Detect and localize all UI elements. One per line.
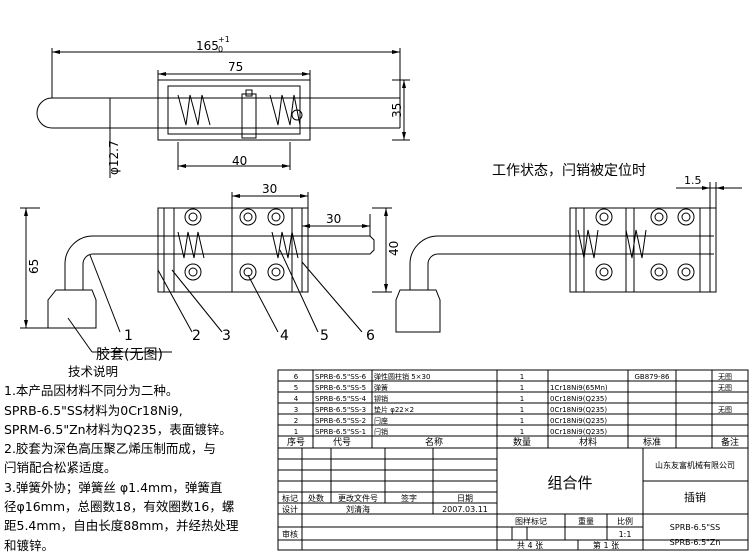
- tech-note-line: 2.胶套为深色高压聚乙烯压制而成，与: [4, 441, 216, 457]
- tech-notes: 技术说明 1.本产品因材料不同分为二种。 SPRB-6.5"SS材料为0Cr18…: [4, 362, 276, 554]
- tech-note-line: 3.弹簧外协；弹簧丝 φ1.4mm，弹簧直: [4, 479, 223, 495]
- bom-no: 6: [294, 373, 299, 381]
- tb-stage: 图样标记: [515, 516, 547, 526]
- bom-code: SPRB-6.5"SS-4: [315, 395, 367, 403]
- dim-body: 75: [228, 60, 243, 74]
- bom-material: 0Cr18Ni9(Q235): [550, 395, 607, 403]
- callout-4: 4: [280, 328, 289, 344]
- tb-sign: 签字: [401, 493, 417, 503]
- tb-design: 设计: [282, 504, 298, 514]
- bom-note: 无图: [718, 373, 732, 381]
- bom-note: 无图: [718, 406, 732, 414]
- bom-no: 2: [294, 417, 298, 425]
- bom-header-no: 序号: [287, 436, 305, 448]
- tb-zones: 处数: [308, 493, 324, 503]
- bom-qty: 1: [520, 395, 524, 403]
- tb-drawing-no-1: SPRB-6.5"SS: [670, 523, 720, 532]
- tb-review: 审核: [282, 529, 298, 539]
- callout-3: 3: [222, 328, 231, 344]
- bom-no: 5: [294, 384, 298, 392]
- callout-1: 1: [124, 328, 133, 344]
- tb-design-date: 2007.03.11: [442, 505, 488, 514]
- dim-overall: 165: [196, 39, 219, 53]
- dim-overall-tol-lower: 0: [218, 45, 223, 54]
- bom-qty: 1: [520, 417, 524, 425]
- tb-part-name: 插销: [684, 490, 706, 504]
- bom-material: 0Cr18Ni9(Q235): [550, 417, 607, 425]
- tb-scale: 比例: [617, 516, 633, 526]
- working-state-view: [395, 182, 742, 333]
- bom-note: 无图: [718, 384, 732, 392]
- dim-slot: 40: [232, 154, 247, 168]
- dim-front-left: 65: [27, 259, 41, 274]
- dim-overall-tol-upper: +1: [218, 35, 230, 44]
- dim-front-inner: 30: [326, 212, 341, 226]
- bom-name: 铆销: [374, 394, 388, 403]
- dim-height-top: 35: [390, 103, 404, 118]
- sleeve-label: 胶套(无图): [96, 347, 163, 363]
- tech-note-line: 距5.4mm，自由长度88mm，并经热处理: [4, 518, 239, 534]
- tb-mark: 标记: [282, 493, 298, 503]
- bom-header-qty: 数量: [513, 436, 531, 448]
- bom-header-std: 标准: [643, 436, 661, 448]
- bom-qty: 1: [520, 406, 524, 414]
- front-view: [20, 192, 392, 353]
- callout-6: 6: [366, 328, 375, 344]
- bom-qty: 1: [520, 428, 524, 436]
- tb-drawing-no-2: SPRB-6.5"Zn: [670, 538, 721, 547]
- bom-material: 1Cr18Ni9(65Mn): [550, 384, 608, 392]
- bom-qty: 1: [520, 384, 524, 392]
- bom-name: 垫片 φ22×2: [374, 405, 414, 414]
- tb-weight: 重量: [578, 516, 594, 526]
- bom-header-material: 材料: [579, 436, 597, 448]
- bom-no: 1: [294, 428, 298, 436]
- working-state-caption: 工作状态，闩销被定位时: [492, 163, 646, 179]
- bom-name: 弹性圆柱销 5×30: [374, 372, 430, 381]
- tb-sheet: 第 1 张: [593, 540, 619, 550]
- dim-diameter: φ12.7: [107, 140, 121, 175]
- tb-assembly: 组合件: [547, 474, 592, 492]
- bom-code: SPRB-6.5"SS-1: [315, 428, 366, 436]
- bom-no: 3: [294, 406, 298, 414]
- bom-material: 0Cr18Ni9(Q235): [550, 406, 607, 414]
- tech-note-line: 闩销配合松紧适度。: [4, 460, 117, 476]
- top-view: [36, 48, 410, 178]
- bom-header-name: 名称: [425, 436, 443, 448]
- dim-front-height: 40: [387, 241, 401, 256]
- bom-table: [277, 369, 749, 551]
- bom-name: 闩座: [374, 416, 388, 425]
- tb-scale-value: 1:1: [619, 530, 632, 539]
- tb-sheets: 共 4 张: [517, 541, 543, 550]
- bom-code: SPRB-6.5"SS-3: [315, 406, 366, 414]
- callout-5: 5: [320, 328, 329, 344]
- bom-code: SPRB-6.5"SS-5: [315, 384, 366, 392]
- bom-no: 4: [294, 395, 299, 403]
- bom-header-code: 代号: [333, 437, 351, 448]
- tech-note-line: 和镀锌。: [4, 537, 55, 553]
- tech-note-line: SPRB-6.5"SS材料为0Cr18Ni9,: [4, 402, 183, 418]
- tb-date: 日期: [457, 494, 473, 503]
- tech-note-line: 1.本产品因材料不同分为二种。: [4, 383, 179, 399]
- bom-qty: 1: [520, 373, 524, 381]
- tb-docno: 更改文件号: [338, 493, 378, 503]
- bom-code: SPRB-6.5"SS-6: [315, 373, 367, 381]
- dim-front-top: 30: [262, 182, 277, 196]
- bom-code: SPRB-6.5"SS-2: [315, 417, 366, 425]
- bom-name: 弹簧: [374, 383, 388, 392]
- callout-2: 2: [192, 328, 201, 344]
- tech-note-line: 径φ16mm，总圈数18，有效圈数16，螺: [4, 499, 235, 515]
- tb-designer: 刘清海: [346, 504, 370, 514]
- tech-notes-heading: 技术说明: [68, 364, 119, 379]
- bom-name: 闩销: [374, 427, 388, 436]
- dim-gap: 1.5: [684, 174, 702, 187]
- tb-company: 山东友富机械有限公司: [655, 460, 735, 470]
- bom-header-note: 备注: [721, 436, 739, 448]
- bom-material: 0Cr18Ni9(Q235): [550, 428, 607, 436]
- bom-std: GB879-86: [634, 373, 670, 381]
- tech-note-line: SPRM-6.5"Zn材料为Q235，表面镀锌。: [4, 421, 232, 437]
